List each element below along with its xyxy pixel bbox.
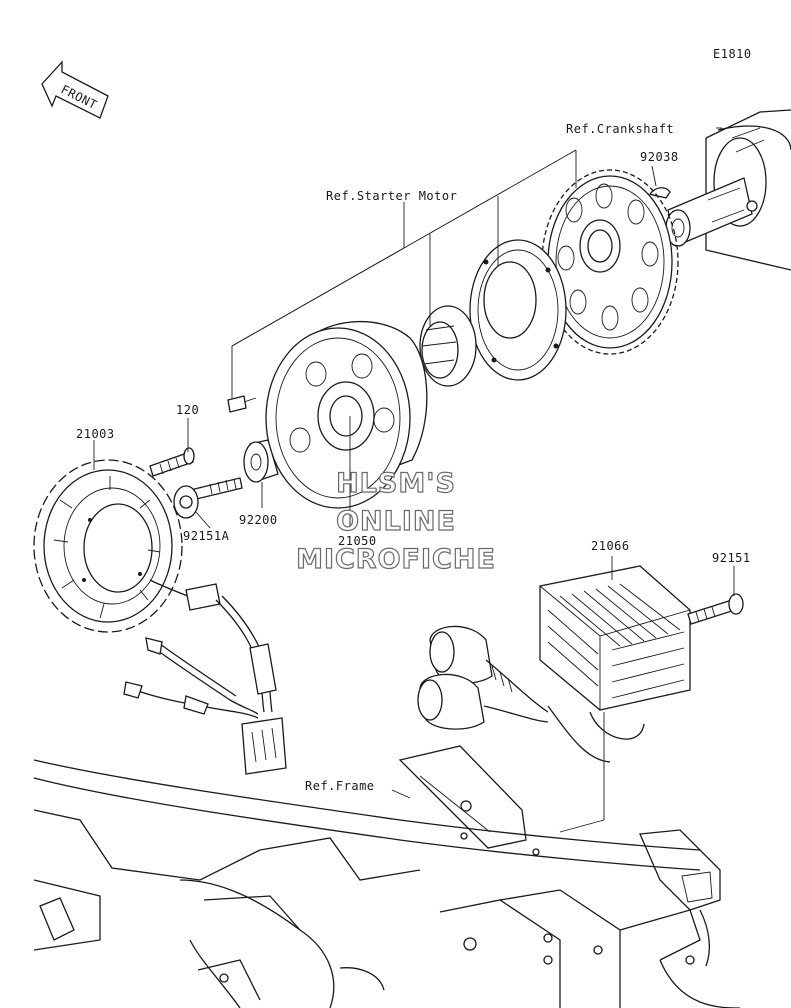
watermark-line-2: ONLINE (336, 506, 456, 537)
part-21050-label: 21050 (338, 534, 377, 548)
watermark-line-3: MICROFICHE (296, 544, 496, 575)
watermark-line-1: HLSM'S (336, 468, 456, 499)
part-21003-label: 21003 (76, 427, 115, 441)
front-arrow-icon: FRONT (41, 60, 109, 119)
one-way-clutch-drawing (419, 305, 477, 387)
starter-gear-drawing (541, 169, 679, 355)
stator-harness-drawing (123, 579, 287, 775)
diagram-code: E1810 (713, 47, 752, 61)
bolt-92151a-drawing (173, 477, 243, 519)
clutch-plate-drawing (469, 239, 567, 381)
part-92151a-label: 92151A (183, 529, 230, 543)
woodruff-key-92038 (649, 187, 671, 199)
part-92038-label: 92038 (640, 150, 679, 164)
ref-frame-label: Ref.Frame (305, 779, 375, 793)
part-92200-label: 92200 (239, 513, 278, 527)
frame-drawing (33, 745, 741, 1008)
washer-92200-drawing (243, 439, 279, 483)
ref-starter-motor-label: Ref.Starter Motor (326, 189, 457, 203)
crankshaft-drawing (665, 109, 791, 271)
leader-lines (93, 127, 735, 833)
part-21066-label: 21066 (591, 539, 630, 553)
part-120-label: 120 (176, 403, 199, 417)
regulator-drawing (539, 565, 691, 740)
part-92151-label: 92151 (712, 551, 751, 565)
regulator-connectors-drawing (417, 625, 611, 763)
rotor-drawing (265, 320, 428, 509)
stator-drawing (33, 459, 183, 633)
bolt-120-drawing (227, 395, 257, 413)
screw-120-drawing (149, 447, 195, 477)
ref-crankshaft-label: Ref.Crankshaft (566, 122, 674, 136)
bolt-92151-drawing (687, 593, 744, 625)
